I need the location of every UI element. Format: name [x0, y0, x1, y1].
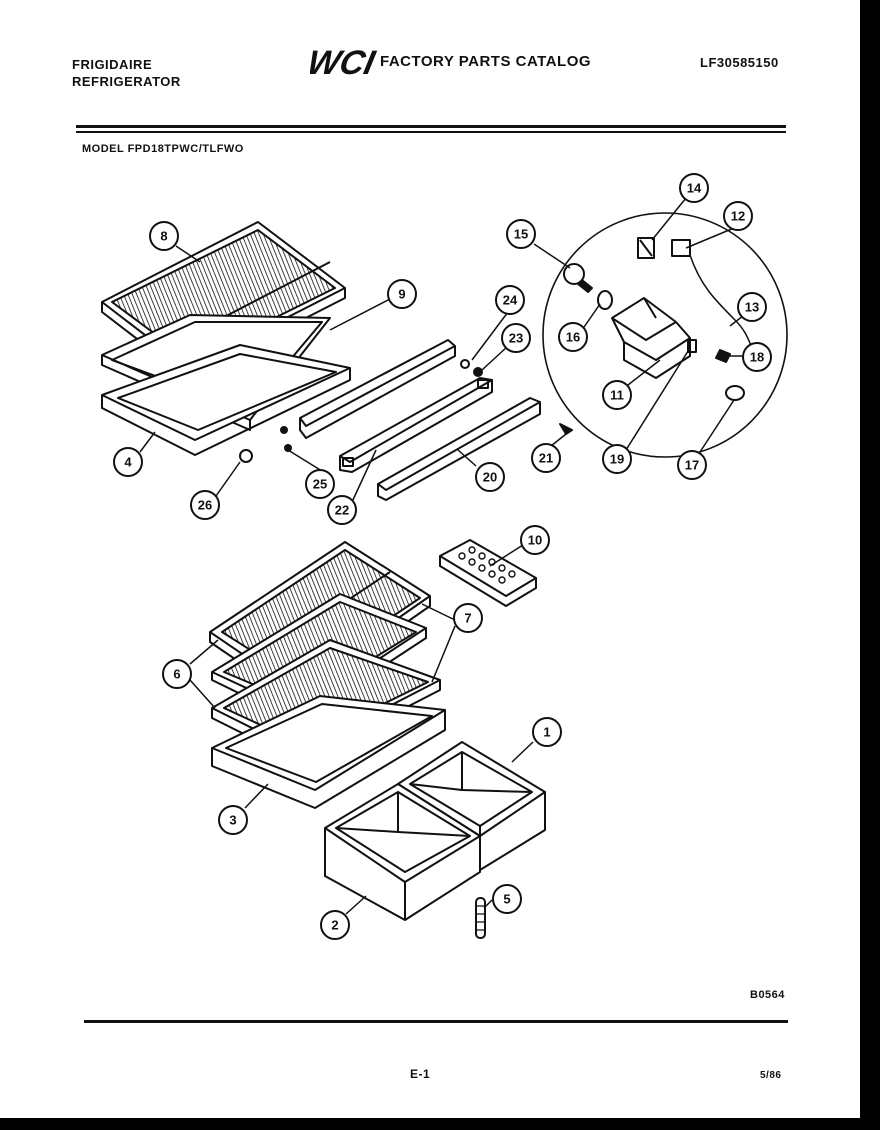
wire-connector	[715, 349, 731, 363]
callout-6: 6	[162, 659, 192, 689]
product-type: REFRIGERATOR	[72, 74, 181, 89]
svg-text:26: 26	[198, 498, 212, 513]
callout-18: 18	[742, 342, 772, 372]
callout-16: 16	[558, 322, 588, 352]
svg-text:12: 12	[731, 209, 745, 224]
svg-text:6: 6	[173, 667, 180, 682]
crisper-drawer-front	[324, 783, 481, 921]
callout-23: 23	[501, 323, 531, 353]
svg-text:17: 17	[685, 458, 699, 473]
svg-text:18: 18	[750, 350, 764, 365]
svg-text:2: 2	[331, 918, 338, 933]
light-socket	[597, 290, 613, 310]
date-code: 5/86	[760, 1070, 782, 1081]
svg-text:9: 9	[398, 287, 405, 302]
freezer-shelf-frame	[101, 344, 351, 456]
logo-text: WCI	[310, 44, 378, 78]
callout-3: 3	[218, 805, 248, 835]
shelf-rail-lower	[377, 397, 541, 501]
svg-text:11: 11	[610, 388, 624, 403]
wci-logo: WCI	[310, 44, 378, 78]
callout-9: 9	[387, 279, 417, 309]
callout-7: 7	[453, 603, 483, 633]
callout-5: 5	[492, 884, 522, 914]
callout-4: 4	[113, 447, 143, 477]
leader-lines	[139, 197, 749, 915]
light-bulb	[563, 263, 593, 293]
callout-14: 14	[679, 173, 709, 203]
callouts: 8 9 4 26 25 22 24 23 20 21 15 14 12 13 1…	[113, 173, 772, 940]
shelf-rail-upper	[299, 339, 456, 439]
callout-12: 12	[723, 201, 753, 231]
light-shield	[725, 385, 745, 401]
callout-2: 2	[320, 910, 350, 940]
header-rule	[76, 125, 786, 128]
svg-text:10: 10	[528, 533, 542, 548]
svg-text:16: 16	[566, 330, 580, 345]
header-rule-secondary	[76, 131, 786, 133]
drawer-glide	[475, 897, 486, 939]
wire-clip	[671, 239, 691, 257]
svg-text:1: 1	[543, 725, 550, 740]
callout-10: 10	[520, 525, 550, 555]
svg-text:25: 25	[313, 477, 327, 492]
callout-17: 17	[677, 450, 707, 480]
brand-label: FRIGIDAIRE REFRIGERATOR	[72, 56, 181, 90]
callout-25: 25	[305, 469, 335, 499]
callout-1: 1	[532, 717, 562, 747]
callout-19: 19	[602, 444, 632, 474]
catalog-number: LF30585150	[700, 55, 779, 70]
callout-26: 26	[190, 490, 220, 520]
callout-8: 8	[149, 221, 179, 251]
svg-text:20: 20	[483, 470, 497, 485]
model-line: MODEL FPD18TPWC/TLFWO	[82, 143, 244, 155]
ice-cube-tray	[439, 539, 537, 607]
callout-11: 11	[602, 380, 632, 410]
crisper-cover-frame	[211, 695, 446, 809]
catalog-title: FACTORY PARTS CATALOG	[380, 53, 592, 70]
svg-text:8: 8	[160, 229, 167, 244]
callout-20: 20	[475, 462, 505, 492]
wire-harness	[689, 254, 753, 349]
footer-rule	[84, 1020, 788, 1023]
svg-text:23: 23	[509, 331, 523, 346]
callout-22: 22	[327, 495, 357, 525]
detail-circle	[542, 212, 788, 458]
callout-13: 13	[737, 292, 767, 322]
callout-21: 21	[531, 443, 561, 473]
svg-text:15: 15	[514, 227, 528, 242]
svg-text:21: 21	[539, 451, 553, 466]
svg-text:24: 24	[503, 293, 518, 308]
brand-name: FRIGIDAIRE	[72, 57, 153, 72]
light-switch	[637, 237, 655, 259]
svg-text:5: 5	[503, 892, 510, 907]
svg-text:22: 22	[335, 503, 349, 518]
light-housing	[611, 297, 697, 379]
callout-24: 24	[495, 285, 525, 315]
svg-text:4: 4	[124, 455, 132, 470]
svg-text:13: 13	[745, 300, 759, 315]
svg-text:19: 19	[610, 452, 624, 467]
page-number: E-1	[410, 1067, 431, 1081]
svg-text:3: 3	[229, 813, 236, 828]
shelf-support-bracket	[339, 377, 493, 473]
svg-text:7: 7	[464, 611, 471, 626]
figure-code: B0564	[750, 989, 785, 1001]
callout-15: 15	[506, 219, 536, 249]
exploded-parts-diagram: 8 9 4 26 25 22 24 23 20 21 15 14 12 13 1…	[101, 173, 788, 940]
svg-text:14: 14	[687, 181, 702, 196]
catalog-page: FRIGIDAIRE REFRIGERATOR WCI FACTORY PART…	[0, 0, 860, 1118]
small-fasteners	[239, 359, 573, 463]
